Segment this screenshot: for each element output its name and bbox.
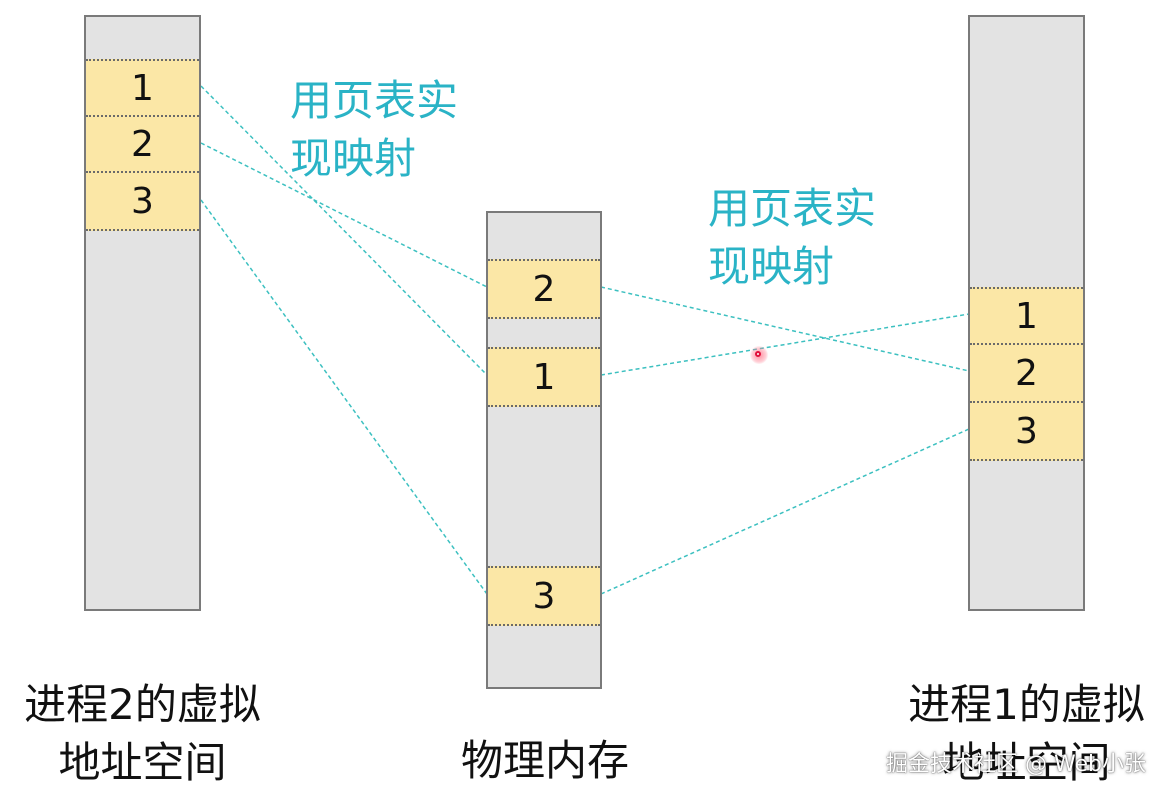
link-p2-3-to-phys-3 [200,199,488,595]
link-p2-2-to-phys-2 [200,142,488,288]
label-physical-memory: 物理内存 [440,732,650,790]
label-line: 地址空间 [942,738,1111,787]
label-line: 地址空间 [58,738,227,787]
process2-page: 3 [86,171,199,231]
process1-page: 1 [970,287,1083,345]
mapping-note-right: 用页表实 现映射 [708,180,908,296]
physical-page: 1 [488,347,600,407]
process2-page: 1 [86,59,199,117]
page-number: 3 [532,575,556,617]
physical-memory: 2 1 3 [486,211,602,689]
label-line: 物理内存 [460,736,629,785]
page-number: 2 [131,123,154,165]
link-phys-3-to-p1-3 [600,428,970,595]
mapping-note-line: 现映射 [290,134,417,183]
page-number: 1 [532,356,556,398]
label-line: 进程2的虚拟 [24,680,261,729]
link-p2-1-to-phys-1 [200,85,488,376]
process1-page: 2 [970,343,1083,403]
page-number: 1 [131,67,154,109]
link-phys-1-to-p1-1 [600,313,970,376]
watermark: 掘金技术社区 @ Web小张 [886,752,1146,777]
label-line: 进程1的虚拟 [908,680,1145,729]
page-number: 2 [1015,352,1038,394]
process2-page: 2 [86,115,199,173]
mapping-note-line: 现映射 [708,242,835,291]
page-number: 3 [131,180,154,222]
mapping-note-line: 用页表实 [290,76,459,125]
label-process2: 进程2的虚拟 地址空间 [0,676,285,792]
page-number: 3 [1015,410,1038,452]
cursor-indicator [750,346,768,364]
process1-page: 3 [970,401,1083,461]
process1-address-space: 1 2 3 [968,15,1085,611]
physical-page: 3 [488,566,600,626]
mapping-note-line: 用页表实 [708,184,877,233]
physical-page: 2 [488,259,600,319]
mapping-note-left: 用页表实 现映射 [290,72,490,188]
page-number: 1 [1015,295,1038,337]
label-process1: 进程1的虚拟 地址空间 [884,676,1168,792]
link-phys-2-to-p1-2 [600,286,970,372]
page-number: 2 [532,268,556,310]
process2-address-space: 1 2 3 [84,15,201,611]
